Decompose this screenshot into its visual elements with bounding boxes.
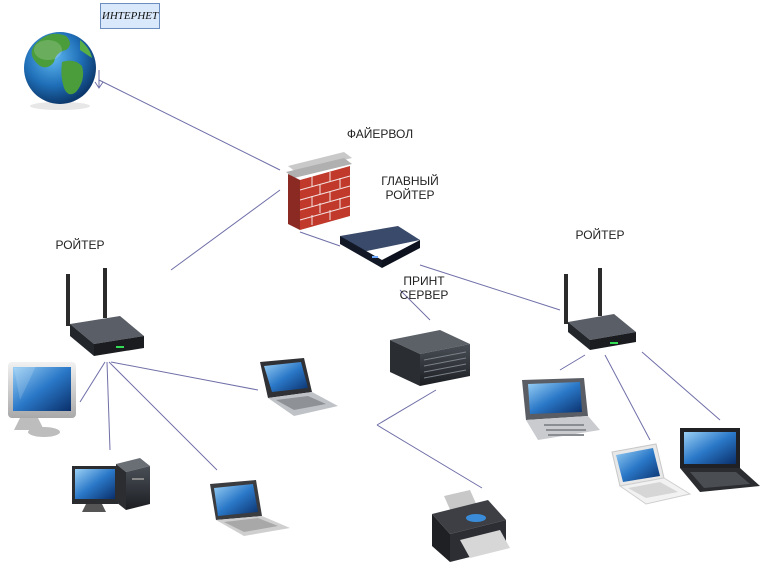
link-junction-printer <box>376 424 483 489</box>
laptop-icon <box>680 428 760 492</box>
monitor-icon <box>8 362 76 437</box>
handheld-device-icon <box>522 378 600 440</box>
link-left-router-monitor <box>79 361 106 403</box>
router-icon <box>564 268 636 350</box>
internet-arrow-icon <box>94 70 104 89</box>
print-server-label-line2: СЕРВЕР <box>399 288 449 302</box>
router-icon <box>66 268 144 356</box>
link-left-router-desktop <box>106 361 111 451</box>
left-router-label-text: РОЙТЕР <box>55 238 105 252</box>
link-firewall-internet <box>98 79 281 171</box>
left-router-label: РОЙТЕР <box>40 238 120 252</box>
connections <box>79 79 721 489</box>
link-main-router-right-router <box>419 264 561 311</box>
link-print-server-junction <box>376 389 437 426</box>
link-right-router-laptop-white <box>604 354 651 441</box>
internet-label-box: ИНТЕРНЕТ <box>100 3 160 29</box>
link-firewall-main-router <box>299 231 341 247</box>
main-router-label-line2: РОЙТЕР <box>385 188 435 202</box>
router-icon <box>340 226 420 268</box>
link-left-router-laptop-top <box>110 361 259 391</box>
firewall-icon <box>286 152 352 230</box>
link-firewall-left-router <box>170 189 281 271</box>
right-router-label-text: РОЙТЕР <box>575 228 625 242</box>
laptop-icon <box>260 358 338 416</box>
firewall-label: ФАЙЕРВОЛ <box>340 127 420 141</box>
print-server-label: ПРИНТ СЕРВЕР <box>384 274 464 302</box>
right-router-label: РОЙТЕР <box>560 228 640 242</box>
firewall-label-text: ФАЙЕРВОЛ <box>346 127 414 141</box>
link-left-router-laptop-bottom <box>108 361 218 471</box>
desktop-pc-icon <box>72 458 150 512</box>
main-router-label-line1: ГЛАВНЫЙ <box>381 174 439 188</box>
internet-label: ИНТЕРНЕТ <box>101 10 159 22</box>
link-right-router-handheld <box>559 354 586 371</box>
link-right-router-laptop-black <box>641 351 721 421</box>
globe-icon <box>24 32 96 110</box>
main-router-label: ГЛАВНЫЙ РОЙТЕР <box>370 174 450 202</box>
server-icon <box>390 330 470 386</box>
printer-icon <box>432 490 510 562</box>
laptop-icon <box>210 480 290 536</box>
print-server-label-line1: ПРИНТ <box>403 274 445 288</box>
laptop-icon <box>611 443 692 505</box>
link-main-router-print-server <box>399 289 431 321</box>
